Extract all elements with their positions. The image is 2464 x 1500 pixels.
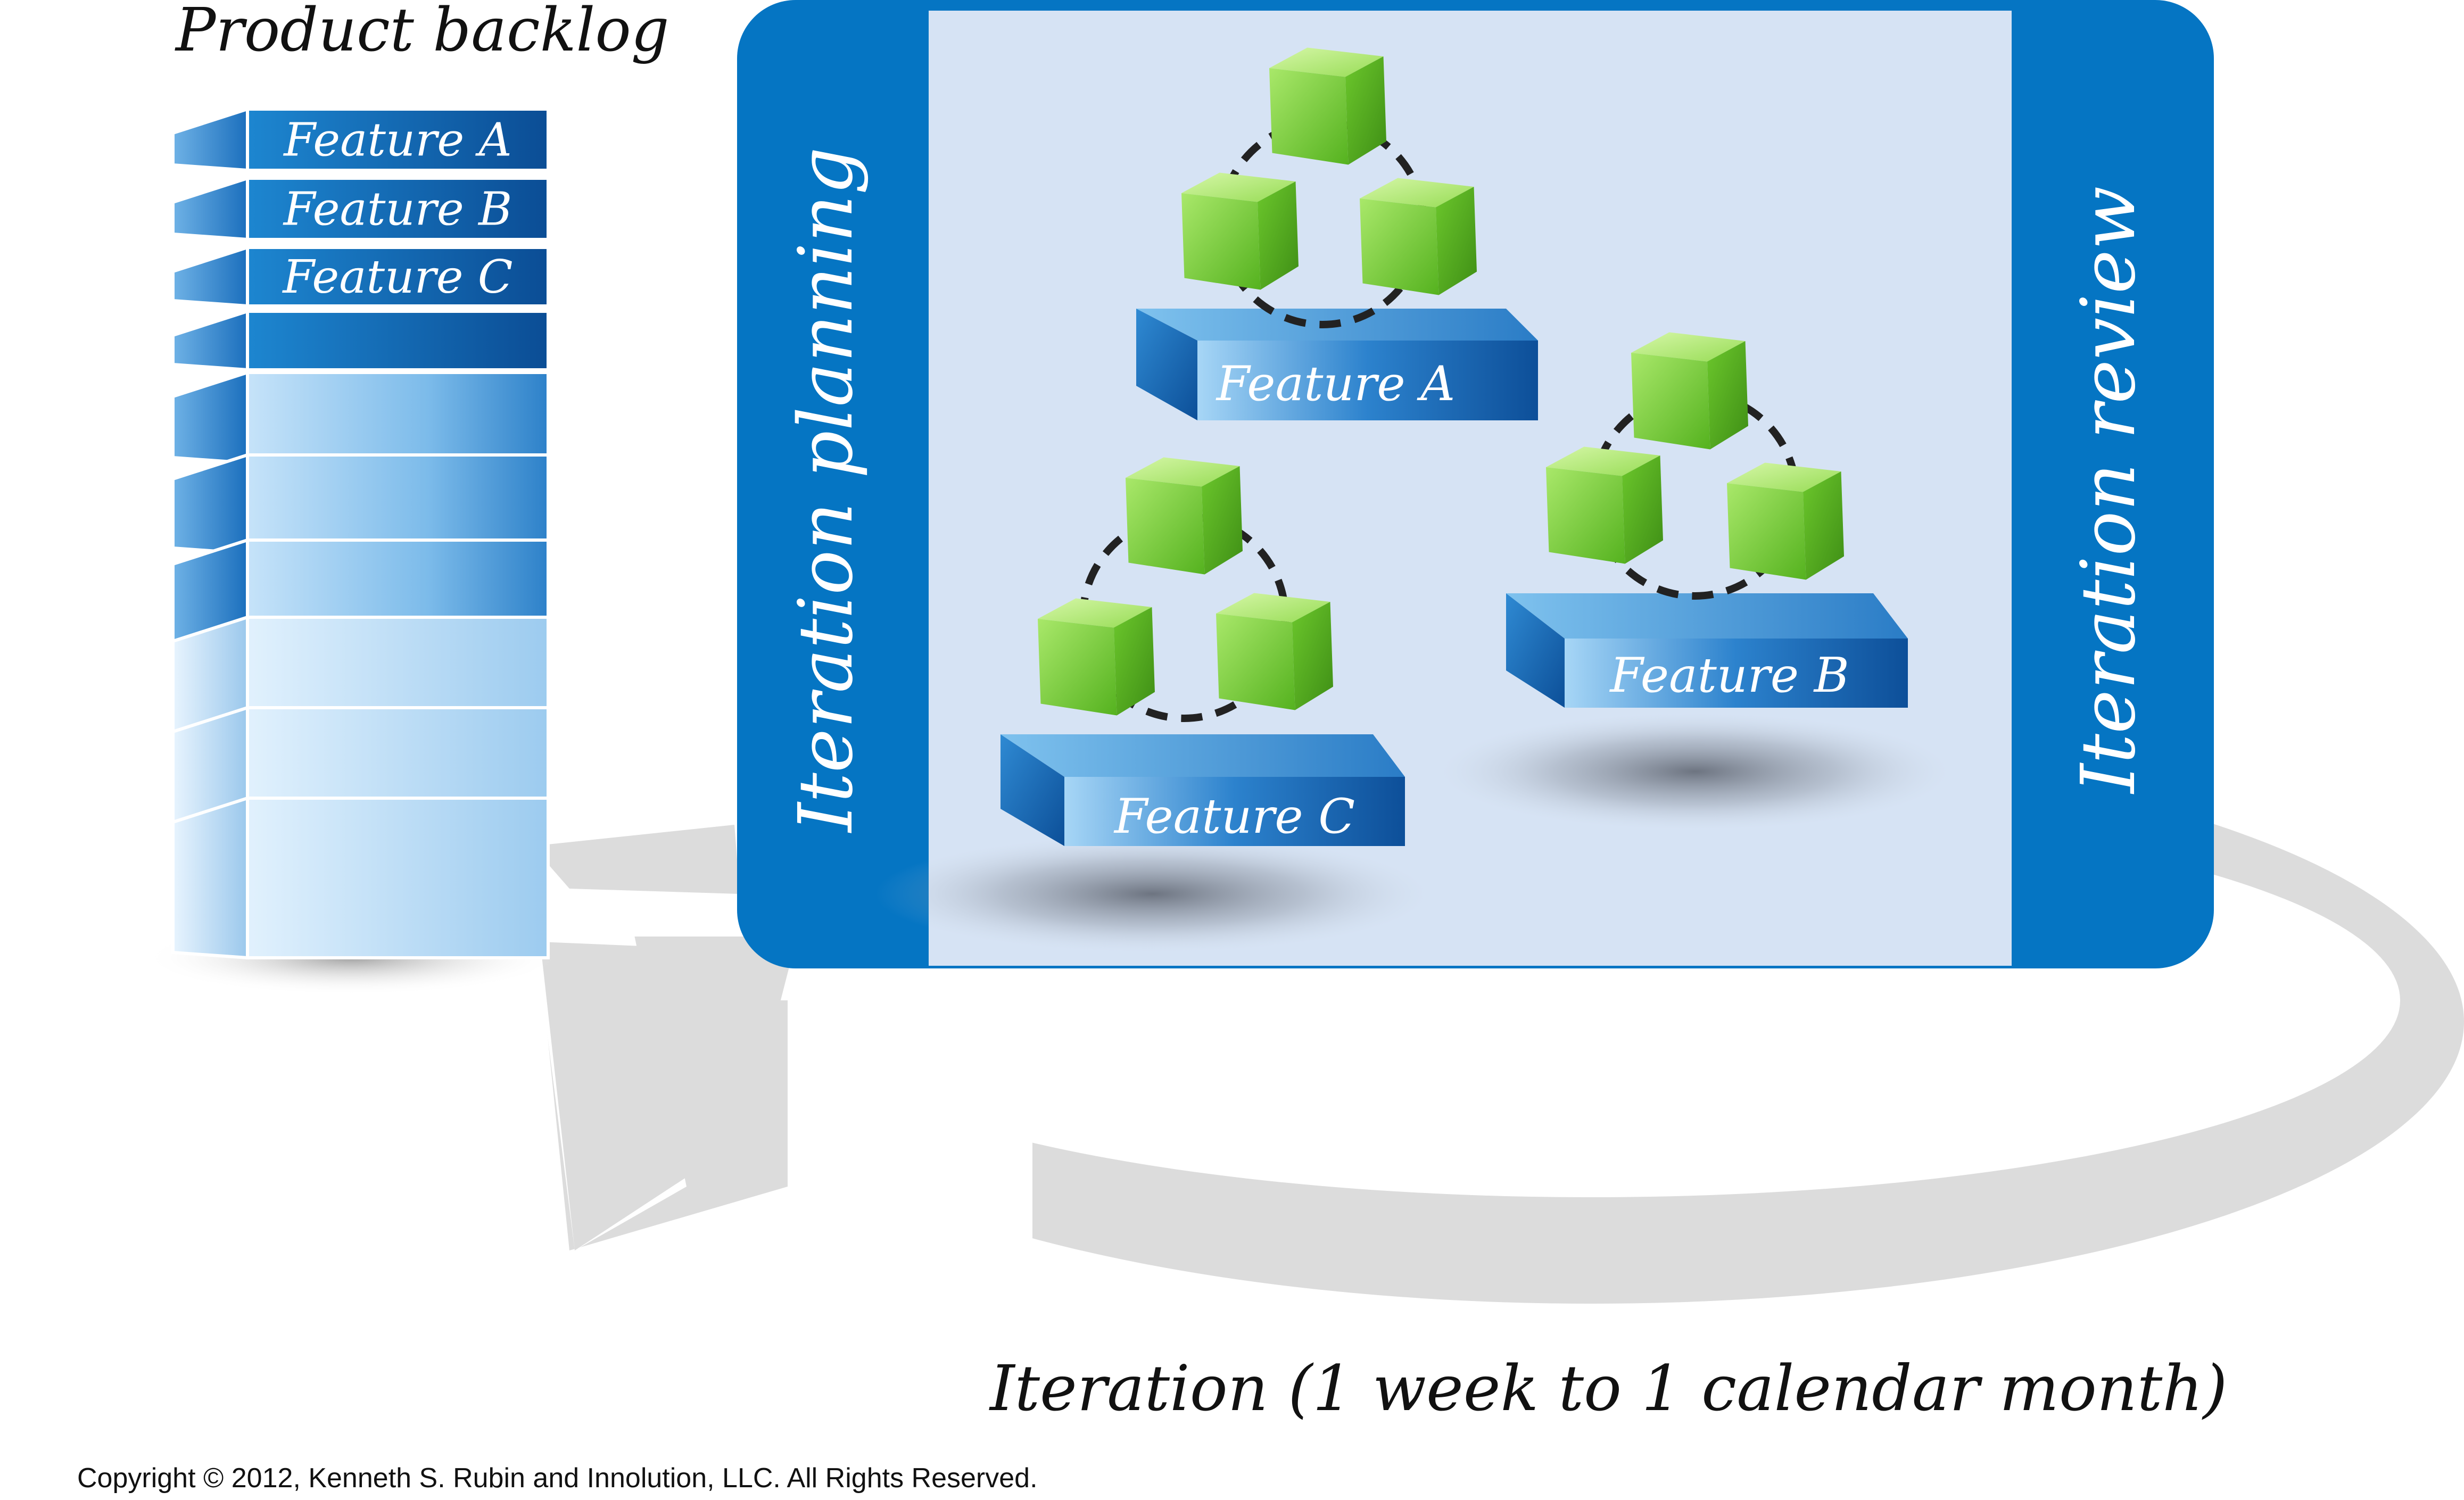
backlog-layer bbox=[246, 453, 550, 555]
cube-front bbox=[1181, 193, 1261, 290]
backlog-item-label: Feature C bbox=[282, 251, 512, 304]
green-cube-icon bbox=[1727, 462, 1844, 580]
green-cube-icon bbox=[1546, 446, 1663, 564]
cube-front bbox=[1038, 619, 1117, 716]
backlog-layer bbox=[246, 310, 550, 371]
cube-top bbox=[1181, 172, 1296, 202]
feature-a-group: Feature A bbox=[1136, 47, 1538, 420]
backlog-layer-side bbox=[171, 795, 249, 960]
cube-side bbox=[1292, 602, 1333, 710]
cube-side bbox=[1803, 471, 1844, 580]
cube-top bbox=[1216, 593, 1330, 623]
cube-front bbox=[1546, 467, 1625, 564]
backlog-item-label: Feature A bbox=[283, 114, 512, 167]
feature-b-label: Feature B bbox=[1609, 648, 1849, 703]
feature-a-label: Feature A bbox=[1216, 356, 1455, 412]
cube-side bbox=[1622, 455, 1663, 564]
backlog-item-label: Feature B bbox=[283, 183, 512, 236]
cube-side bbox=[1707, 341, 1748, 450]
copyright-notice: Copyright © 2012, Kenneth S. Rubin and I… bbox=[77, 1463, 1038, 1494]
cube-side bbox=[1345, 56, 1386, 165]
backlog-layer-side bbox=[171, 452, 249, 556]
cube-top bbox=[1546, 446, 1660, 476]
green-cube-icon bbox=[1038, 598, 1155, 716]
cube-front bbox=[1126, 478, 1205, 575]
green-cube-icon bbox=[1360, 178, 1477, 295]
cube-top bbox=[1631, 332, 1746, 362]
backlog-layer-side bbox=[171, 106, 249, 172]
cube-side bbox=[1202, 466, 1243, 575]
cube-top bbox=[1126, 457, 1240, 487]
iteration-box: Iteration planning Iteration review Feat… bbox=[737, 0, 2214, 968]
cube-side bbox=[1114, 607, 1155, 716]
backlog-layer-side bbox=[171, 176, 249, 242]
cube-side bbox=[1258, 181, 1299, 290]
feature-c-group: Feature C bbox=[1001, 457, 1405, 846]
backlog-layer-side bbox=[171, 370, 249, 465]
green-cube-icon bbox=[1631, 332, 1748, 450]
cube-front bbox=[1631, 353, 1710, 450]
backlog-layer bbox=[246, 107, 550, 172]
cube-side bbox=[1436, 187, 1477, 295]
cube-front bbox=[1216, 614, 1295, 710]
iteration-duration-caption: Iteration (1 week to 1 calendar month) bbox=[989, 1352, 2227, 1425]
product-backlog-stack: Feature A Feature B Feature C bbox=[144, 106, 559, 995]
feature-b-group: Feature B bbox=[1506, 332, 1908, 708]
backlog-layer bbox=[246, 177, 550, 241]
backlog-layer-side bbox=[171, 245, 249, 308]
iteration-planning-label: Iteration planning bbox=[783, 147, 870, 834]
backlog-layer-side bbox=[171, 309, 249, 372]
green-cube-icon bbox=[1181, 172, 1299, 290]
feature-c-label: Feature C bbox=[1113, 789, 1355, 844]
product-backlog-title: Product backlog bbox=[175, 0, 669, 65]
iteration-review-label: Iteration review bbox=[2065, 186, 2152, 794]
backlog-layer bbox=[246, 797, 550, 959]
feature-c-shadow bbox=[875, 835, 1429, 952]
green-cube-icon bbox=[1216, 593, 1333, 710]
green-cube-icon bbox=[1269, 47, 1386, 165]
green-cube-icon bbox=[1126, 457, 1243, 575]
backlog-layer bbox=[246, 246, 550, 308]
arrow-tail-connector bbox=[532, 825, 740, 894]
cube-top bbox=[1269, 47, 1384, 77]
cube-front bbox=[1360, 198, 1439, 295]
cube-top bbox=[1727, 462, 1841, 492]
feature-b-shadow bbox=[1440, 713, 1950, 830]
cube-top bbox=[1038, 598, 1152, 628]
cube-front bbox=[1727, 483, 1806, 580]
backlog-layer bbox=[246, 371, 550, 465]
cube-front bbox=[1269, 68, 1349, 165]
cube-top bbox=[1360, 178, 1474, 208]
